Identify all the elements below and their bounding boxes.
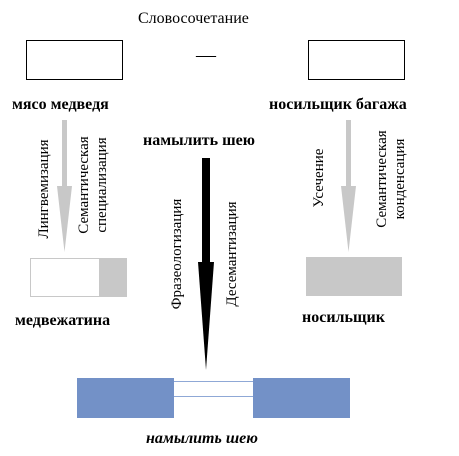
left-phrase-box: [26, 40, 123, 80]
bottom-right-blue-block: [253, 378, 350, 418]
left-gray-arrow: [57, 120, 72, 252]
right-process-2-line1: Семантическая: [374, 130, 390, 228]
center-process-1: Фразеологизация: [169, 198, 185, 310]
left-result-fill: [99, 258, 127, 297]
bottom-left-blue-block: [77, 378, 174, 418]
right-result-fill: [306, 257, 402, 296]
left-process-2-line1: Семантическая: [76, 136, 92, 234]
center-phrase: намылить шею: [143, 132, 255, 149]
right-process-2-line2: конденсация: [392, 138, 408, 220]
right-gray-arrow: [341, 120, 356, 252]
right-phrase: носильщик багажа: [269, 96, 407, 113]
left-process-1: Лингвемизация: [36, 139, 52, 239]
center-result: намылить шею: [146, 430, 258, 447]
left-process-2-line2: специализация: [94, 137, 110, 233]
right-process-1: Усечение: [311, 148, 327, 208]
center-process-2: Десемантизация: [224, 201, 240, 307]
title: Словосочетание: [138, 10, 249, 27]
right-phrase-box: [308, 40, 405, 80]
left-result: медвежатина: [15, 312, 111, 329]
left-phrase: мясо медведя: [12, 96, 109, 113]
center-black-arrow: [198, 158, 214, 370]
right-result: носильщик: [302, 309, 385, 326]
dash: —: [196, 44, 216, 66]
